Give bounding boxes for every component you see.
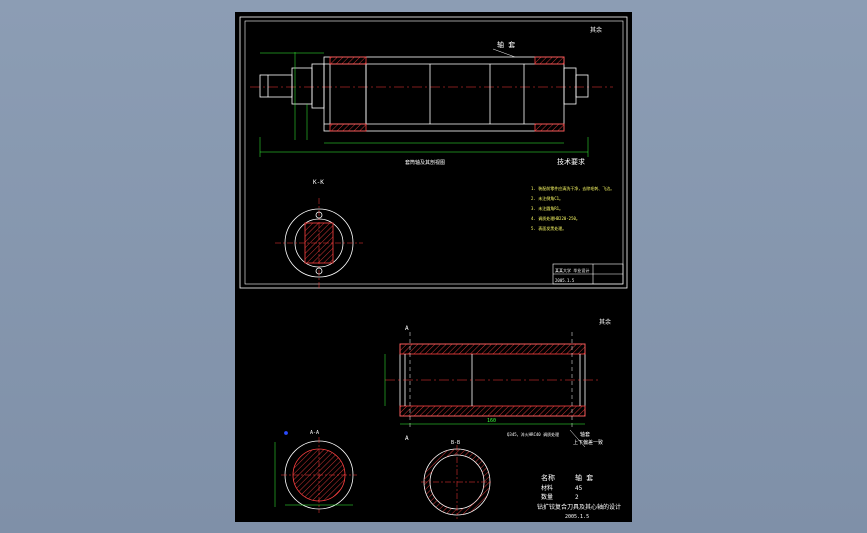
callout-fit: 上下偏差一致 xyxy=(573,439,603,446)
hatch-top-right xyxy=(534,56,565,65)
drawing-canvas[interactable]: 其余 轴 套 套筒轴及其剖视图 技术要求 K-K 1. 装配前零件应清洗干净，去… xyxy=(235,12,632,522)
title-block-line2: 2005.1.5 xyxy=(555,278,575,283)
sheet1-outer-border xyxy=(239,16,628,289)
tech-note-2: 2. 未注倒角C1。 xyxy=(531,195,563,201)
tech-note-3: 3. 未注圆角R1。 xyxy=(531,205,563,211)
hatch-bottom-left xyxy=(329,123,367,132)
sheet2-corner-label: 其余 xyxy=(599,318,611,326)
bolt-hole xyxy=(315,211,323,219)
section-aa-label: A-A xyxy=(310,430,319,436)
sleeve-longitudinal-section xyxy=(384,332,600,448)
title-date: 2005.1.5 xyxy=(565,514,589,520)
section-aa-view xyxy=(274,431,357,513)
shaft-step-3 xyxy=(311,63,325,109)
sleeve2-wall-bottom xyxy=(399,405,586,417)
material-row-3-val: 2 xyxy=(575,494,579,501)
callout-sleeve: 轴套 xyxy=(580,431,590,438)
sleeve2-wall-top xyxy=(399,343,586,355)
cad-drawing-viewport[interactable]: 其余 轴 套 套筒轴及其剖视图 技术要求 K-K 1. 装配前零件应清洗干净，去… xyxy=(235,12,632,522)
section-mark-top: A xyxy=(405,325,409,332)
section-bb-view xyxy=(421,445,493,519)
callout-material: Q345，淬火HRC40 调质处理 xyxy=(507,431,559,437)
hatch-top-left xyxy=(329,56,367,65)
material-row-3-key: 数量 xyxy=(541,493,553,501)
sleeve-label: 轴 套 xyxy=(497,40,515,49)
bolt-hole xyxy=(315,267,323,275)
sleeve-left-housing xyxy=(329,63,367,125)
sleeve2-length-text: 160 xyxy=(487,418,496,424)
tech-note-1: 1. 装配前零件应清洗干净，去除毛刺、飞边。 xyxy=(531,185,614,191)
shaft-left-end xyxy=(259,63,325,109)
material-row-2-val: 45 xyxy=(575,485,583,492)
tech-note-4: 4. 调质处理HB220-250。 xyxy=(531,215,580,221)
shaft-step-1 xyxy=(259,74,293,98)
material-row-2-key: 材料 xyxy=(541,484,553,492)
section-kk-label: K-K xyxy=(313,179,324,186)
hatch-bottom-right xyxy=(534,123,565,132)
tech-heading: 技术要求 xyxy=(557,157,585,166)
section-bb-label: B-B xyxy=(451,440,460,446)
leader-line xyxy=(492,48,516,58)
dimension-lines-sheet1 xyxy=(259,52,589,157)
section-kk-view xyxy=(275,198,363,288)
sheet-1 xyxy=(239,16,628,289)
sheet1-corner-label: 其余 xyxy=(590,26,602,34)
sheet1-title-block xyxy=(552,263,624,285)
section-mark-bottom: A xyxy=(405,435,409,442)
grip-point-icon[interactable] xyxy=(284,431,288,435)
sleeve-outline xyxy=(323,56,565,132)
shaft-right-tip xyxy=(575,74,589,98)
callout-leader xyxy=(569,429,586,448)
tech-note-5: 5. 表面发黑处理。 xyxy=(531,225,566,231)
shaft-right-step xyxy=(563,67,577,105)
title-line: 钻扩铰复合刀具及其心轴的设计 xyxy=(537,503,621,511)
material-row-1-key: 名称 xyxy=(541,473,555,482)
midline-note: 套筒轴及其剖视图 xyxy=(405,159,445,166)
sheet1-inner-border xyxy=(244,20,624,285)
material-row-1-val: 轴 套 xyxy=(575,473,593,482)
title-block-line1: 某某大学 毕业设计 xyxy=(555,267,589,273)
sheet-2 xyxy=(274,332,600,519)
sleeve-body xyxy=(323,56,589,132)
